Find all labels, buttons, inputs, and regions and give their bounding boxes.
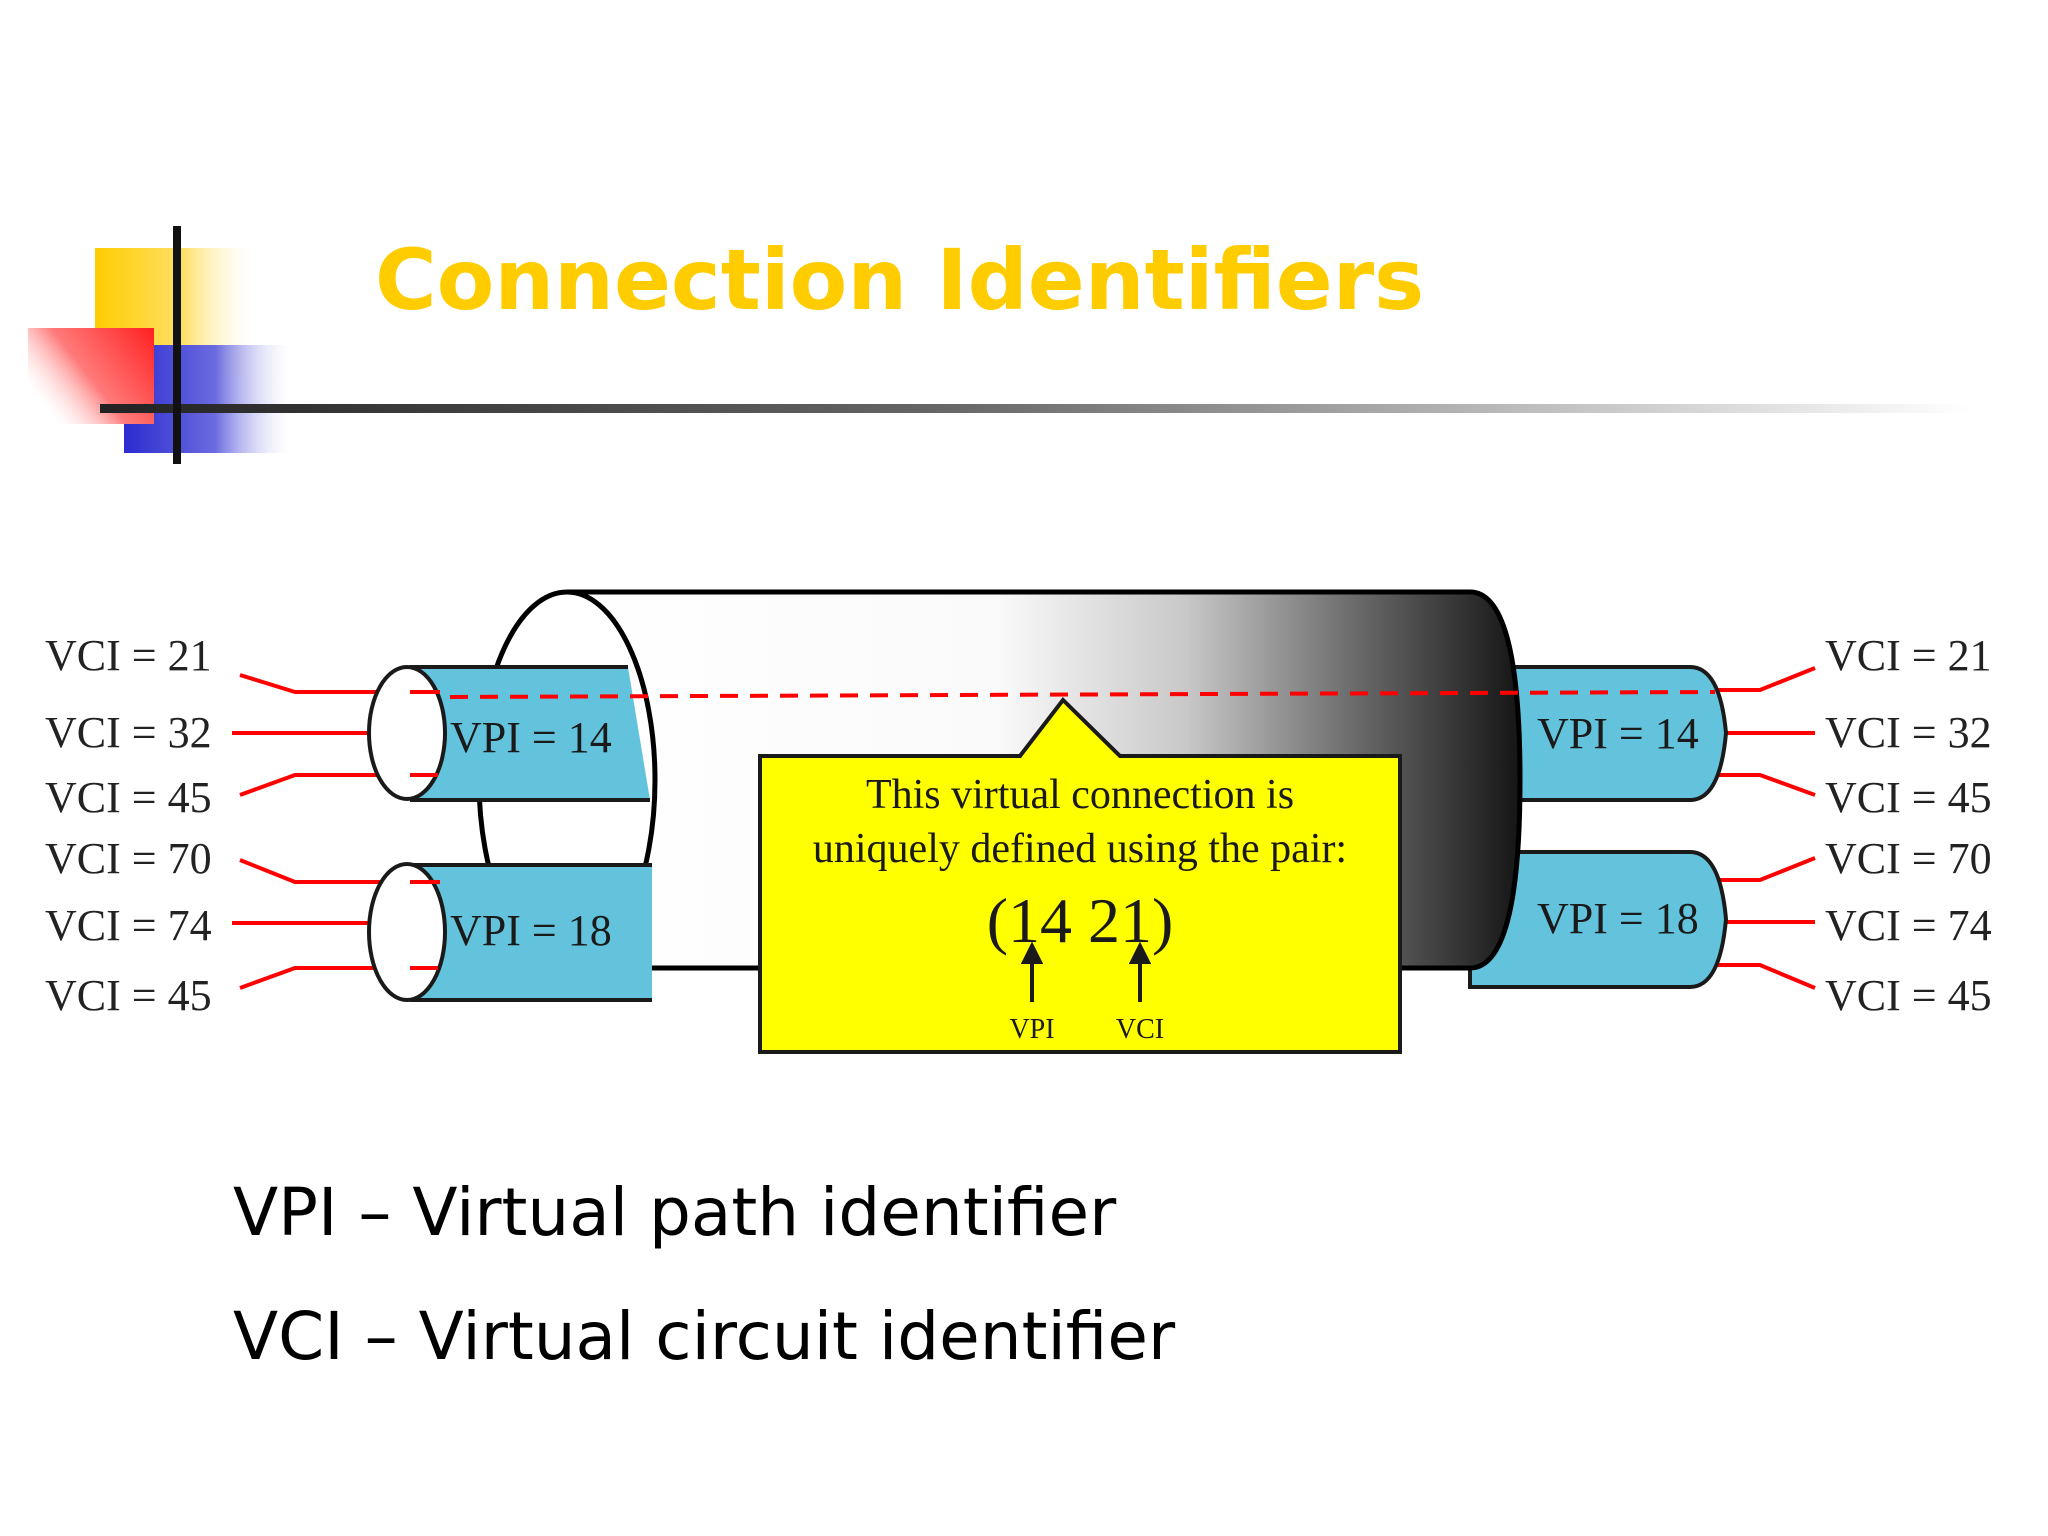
vpi-label-left-1: VPI = 14 <box>450 713 612 762</box>
wire-left-4 <box>239 858 410 884</box>
virtual-connection-line <box>449 690 1716 699</box>
vci-arrow-icon <box>1128 941 1152 1002</box>
vp-tube-left-14-opening <box>367 665 447 801</box>
connection-diagram: This virtual connection is uniquely defi… <box>45 589 1992 1054</box>
page-title: Connection Identifiers <box>375 231 1425 329</box>
wire-left-6 <box>239 966 410 990</box>
wire-left-3 <box>239 773 410 797</box>
left-wires <box>232 673 440 990</box>
vpi-label-left-2: VPI = 18 <box>450 906 612 955</box>
vp-tube-left-18 <box>410 865 652 1000</box>
vci-left-4: VCI = 70 <box>45 834 212 883</box>
left-vp-tubes <box>367 665 652 1002</box>
vci-right-4: VCI = 70 <box>1825 834 1992 883</box>
left-wire-stubs <box>410 690 440 970</box>
vpi-label-right-1: VPI = 14 <box>1537 709 1699 758</box>
wire-left-1 <box>239 673 410 694</box>
vci-right-6: VCI = 45 <box>1825 971 1992 1020</box>
vci-left-2: VCI = 32 <box>45 708 212 757</box>
legend: VPI – Virtual path identifier VCI – Virt… <box>233 1180 1175 1370</box>
vpi-arrow-icon <box>1020 941 1044 1002</box>
vci-left-5: VCI = 74 <box>45 901 212 950</box>
callout-line-2: uniquely defined using the pair: <box>813 826 1347 872</box>
vpi-label-right-2: VPI = 18 <box>1537 894 1699 943</box>
vp-tube-left-14 <box>410 667 650 800</box>
right-vci-labels: VCI = 21 VCI = 32 VCI = 45 VCI = 70 VCI … <box>1825 631 1992 1020</box>
legend-vpi: VPI – Virtual path identifier <box>233 1174 1117 1251</box>
right-vp-tubes <box>1468 665 1729 989</box>
header-rule <box>100 404 1970 413</box>
callout-line-1: This virtual connection is <box>866 772 1294 818</box>
vci-left-3: VCI = 45 <box>45 773 212 822</box>
callout-pair: (14 21) <box>987 885 1174 956</box>
legend-vci: VCI – Virtual circuit identifier <box>233 1298 1176 1375</box>
left-vci-labels: VCI = 21 VCI = 32 VCI = 45 VCI = 70 VCI … <box>45 631 212 1020</box>
vp-tube-left-18-opening <box>367 862 447 1002</box>
callout-vpi-label: VPI <box>1009 1014 1054 1045</box>
vci-right-1: VCI = 21 <box>1825 631 1992 680</box>
slide-decoration <box>28 226 1970 464</box>
vp-tube-right-18 <box>1468 850 1729 989</box>
vci-left-6: VCI = 45 <box>45 971 212 1020</box>
vci-left-1: VCI = 21 <box>45 631 212 680</box>
vp-tube-right-14 <box>1468 665 1729 802</box>
vci-right-5: VCI = 74 <box>1825 901 1992 950</box>
vertical-rule <box>173 226 181 464</box>
callout-box <box>758 696 1402 1054</box>
vci-right-3: VCI = 45 <box>1825 773 1992 822</box>
callout-vci-label: VCI <box>1116 1014 1164 1045</box>
callout: This virtual connection is uniquely defi… <box>758 696 1402 1054</box>
vci-right-2: VCI = 32 <box>1825 708 1992 757</box>
